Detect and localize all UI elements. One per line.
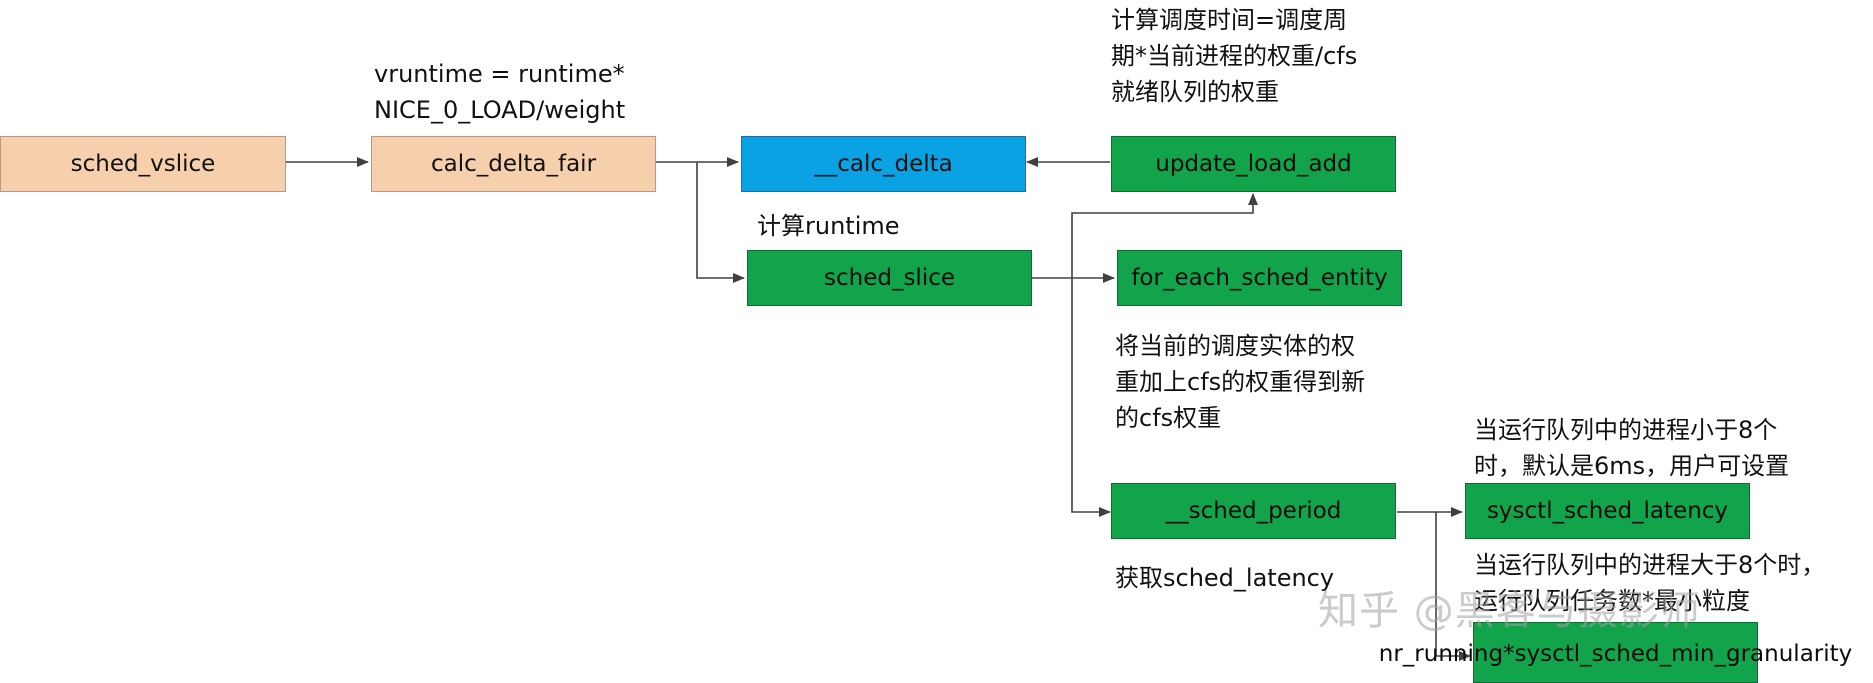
node-sched-period: __sched_period [1111, 483, 1396, 539]
note-greater-than-8: 当运行队列中的进程大于8个时， 运行队列任务数*最小粒度 [1474, 551, 1826, 615]
node-sched-vslice: sched_vslice [0, 136, 286, 192]
node-update-load-add: update_load_add [1111, 136, 1396, 192]
node-calc-delta-fair: calc_delta_fair [371, 136, 656, 192]
node-calc-delta: __calc_delta [741, 136, 1026, 192]
watermark: 知乎 @黑客与摄影师 [1318, 588, 1701, 634]
arrow-trunk-to-sched-period [1071, 278, 1111, 517]
arrow-calc-delta-fair-to-sched-slice [696, 162, 745, 283]
note-less-than-8: 当运行队列中的进程小于8个 时，默认是6ms，用户可设置 [1474, 416, 1790, 480]
note-calc-runtime: 计算runtime [757, 212, 900, 240]
note-get-latency: 获取sched_latency [1115, 564, 1335, 592]
node-sysctl-sched-latency: sysctl_sched_latency [1465, 483, 1750, 539]
arrow-trunk-to-update-load-add [1071, 193, 1258, 278]
note-calc-schedule-time: 计算调度时间=调度周 期*当前进程的权重/cfs 就绪队列的权重 [1111, 6, 1358, 106]
node-for-each-sched-entity: for_each_sched_entity [1117, 250, 1402, 306]
note-vruntime-formula: vruntime = runtime* NICE_0_LOAD/weight [374, 60, 626, 124]
arrow-period-to-nr-running [1435, 512, 1471, 661]
note-add-weight: 将当前的调度实体的权 重加上cfs的权重得到新 的cfs权重 [1115, 332, 1366, 432]
node-nr-running-granularity: nr_running*sysctl_sched_min_granularity [1379, 622, 1852, 683]
node-sched-slice: sched_slice [747, 250, 1032, 306]
